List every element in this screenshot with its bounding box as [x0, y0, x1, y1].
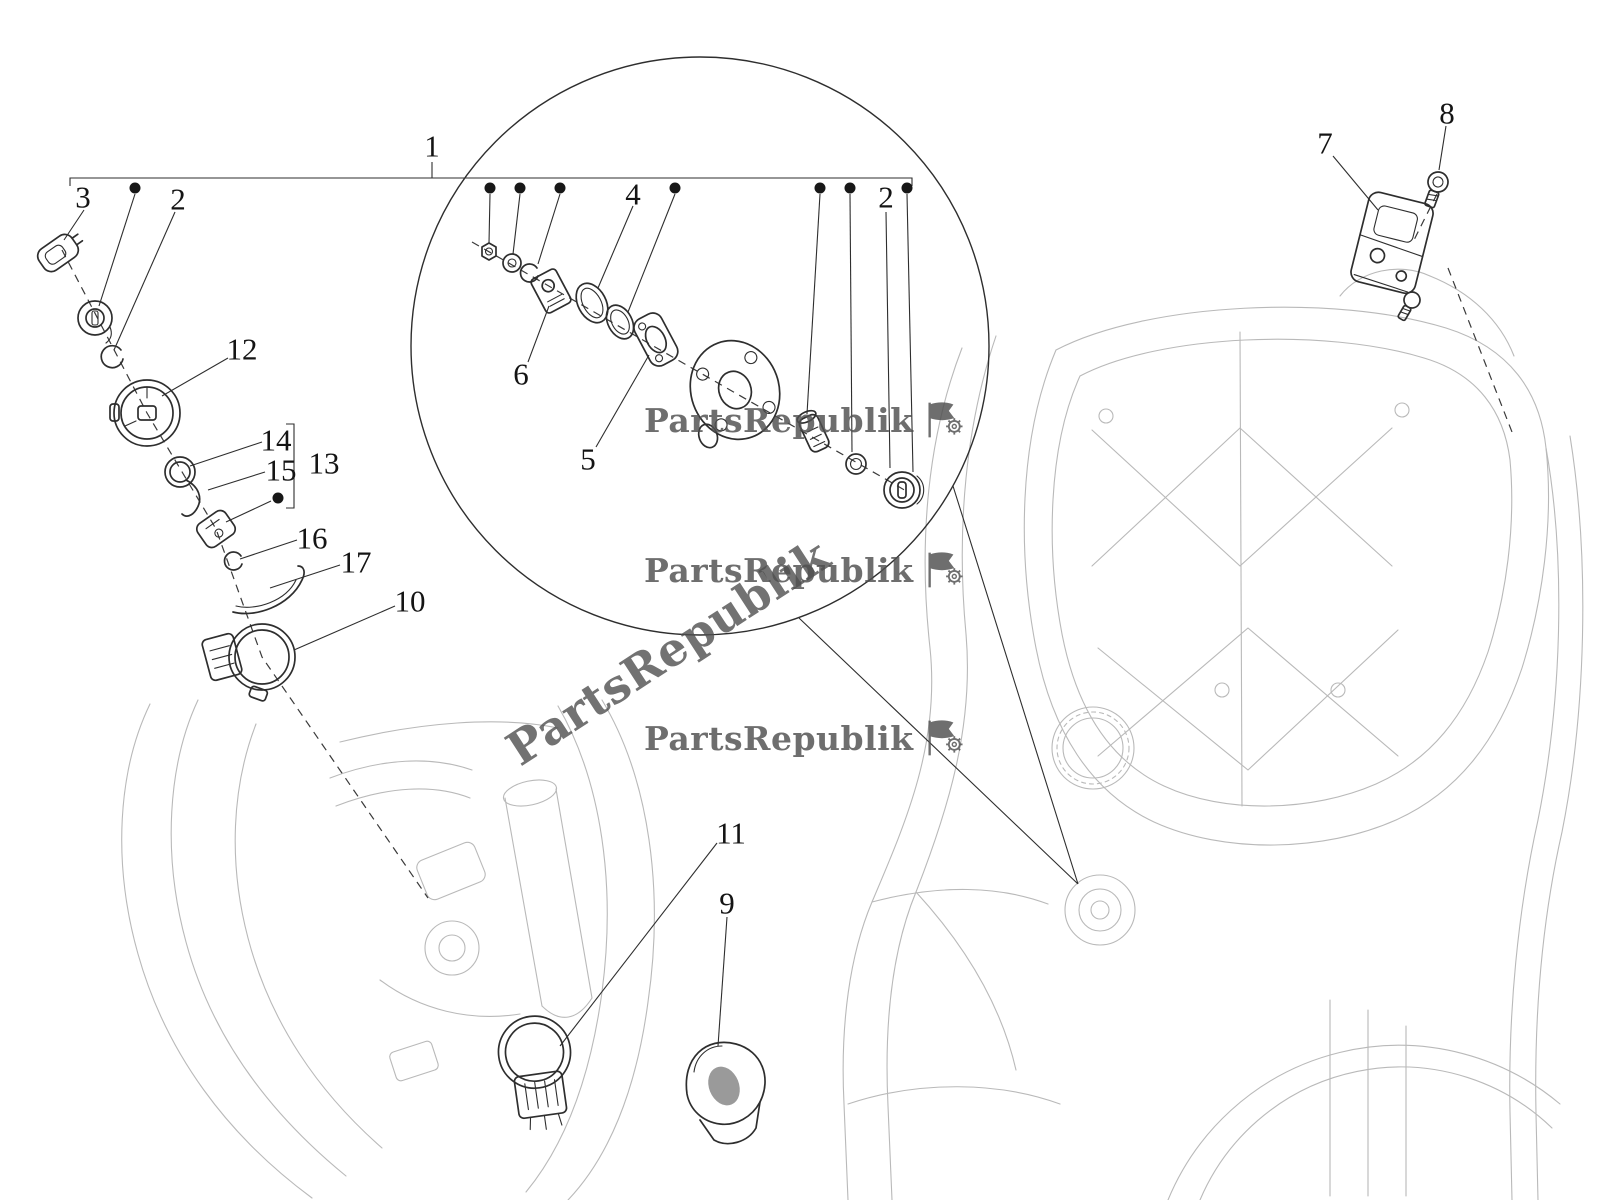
axis-saddle-lock — [1411, 193, 1513, 433]
callout-2b: 2 — [878, 179, 894, 215]
callout-1: 1 — [424, 128, 440, 164]
callout-4: 4 — [625, 176, 641, 212]
part-10-clamp-switch — [201, 623, 296, 702]
callout-12: 12 — [226, 331, 258, 367]
part-5-bracket — [633, 312, 679, 367]
scooter-front-body-drawing — [121, 699, 655, 1200]
part-seal-ring — [605, 304, 635, 340]
part-washer-small — [845, 453, 867, 475]
detail-pointer-lines — [798, 485, 1079, 885]
part-15-spring — [181, 479, 201, 517]
part-16-clip — [223, 551, 243, 571]
axis-ignition-switch — [471, 241, 909, 493]
callout-14: 14 — [260, 422, 292, 458]
part-mount-flange — [689, 339, 781, 449]
part-snap-clip — [519, 263, 539, 283]
bracket-13 — [286, 423, 295, 509]
part-12-lock-body — [109, 379, 181, 447]
part-9-rubber-boot — [685, 1041, 766, 1145]
callout-15: 15 — [265, 452, 297, 488]
part-ignition-cylinder — [796, 409, 830, 453]
part-11-switch-connector — [497, 1015, 572, 1131]
part-washer-ring — [100, 344, 124, 369]
callout-6: 6 — [513, 356, 529, 392]
part-nut — [481, 242, 497, 261]
callout-16: 16 — [296, 520, 328, 556]
part-2-lock-barrel — [883, 471, 925, 509]
detail-circle — [410, 56, 990, 636]
part-8-screw — [1424, 171, 1449, 209]
axis-left-lock-chain — [61, 249, 429, 899]
callout-8: 8 — [1439, 95, 1455, 131]
callout-2a: 2 — [170, 181, 186, 217]
part-14-ring — [164, 456, 196, 488]
part-2-cylinder — [77, 300, 113, 344]
part-washer — [502, 253, 522, 273]
scooter-rear-body-drawing — [842, 268, 1584, 1200]
part-7-screw — [1397, 291, 1421, 322]
callout-17: 17 — [340, 544, 372, 580]
callout-dots — [129, 182, 913, 504]
group-bracket-1 — [69, 162, 913, 186]
callout-5: 5 — [580, 441, 596, 477]
callout-3: 3 — [75, 179, 91, 215]
leader-lines — [63, 125, 1447, 1047]
part-7-bracket — [1350, 191, 1434, 295]
callout-13: 13 — [308, 445, 340, 481]
part-3-knob — [36, 233, 84, 273]
part-4-gasket — [575, 282, 609, 324]
callout-9: 9 — [719, 885, 735, 921]
callout-7: 7 — [1317, 125, 1333, 161]
part-6-switch-body — [530, 268, 572, 314]
part-17-wire — [232, 565, 305, 615]
callout-11: 11 — [716, 815, 746, 851]
part-lock-cylinder — [195, 509, 237, 549]
callout-10: 10 — [394, 583, 426, 619]
